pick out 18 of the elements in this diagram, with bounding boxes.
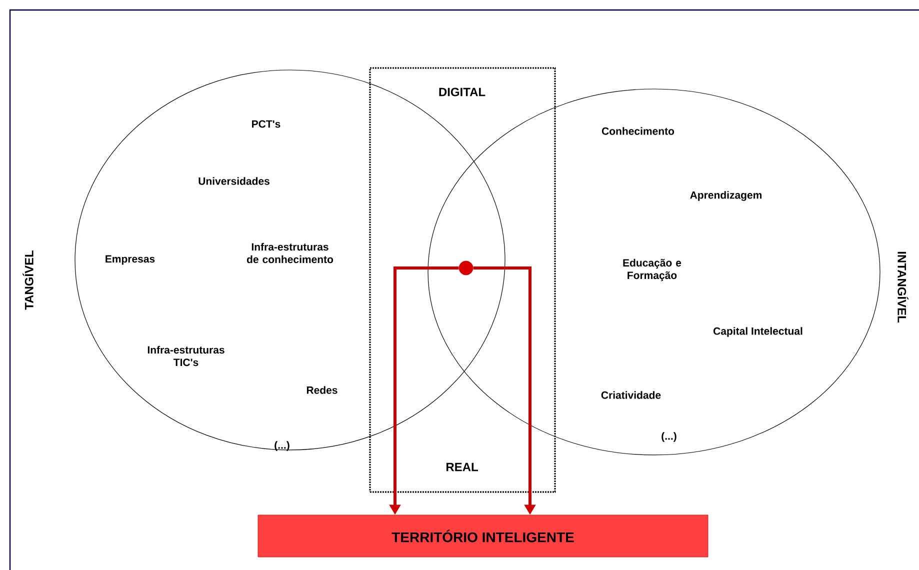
side-label: INTANGÍVEL [898, 252, 908, 323]
concept-label: Aprendizagem [690, 191, 762, 201]
junction-dot [458, 260, 474, 276]
concept-label: Capital Intelectual [714, 327, 802, 337]
concept-label: Educação e Formação [623, 258, 682, 282]
concept-label: Infra-estruturas de conhecimento [246, 242, 334, 264]
concept-label: Criatividade [601, 391, 661, 399]
concept-label: Redes [306, 386, 338, 394]
concept-label: Universidades [198, 177, 270, 185]
concept-label: (...) [274, 441, 290, 451]
side-label: TANGÍVEL [22, 250, 34, 310]
title-bar: TERRITÓRIO INTELIGENTE [258, 514, 708, 558]
concept-label: Conhecimento [602, 127, 674, 135]
concept-label: Empresas [106, 255, 155, 265]
concept-label: Infra-estruturas TIC's [148, 346, 224, 366]
concept-label: PCT's [252, 120, 280, 128]
dotted-box: DIGITAL REAL [369, 67, 556, 493]
concept-label: (...) [662, 432, 676, 442]
